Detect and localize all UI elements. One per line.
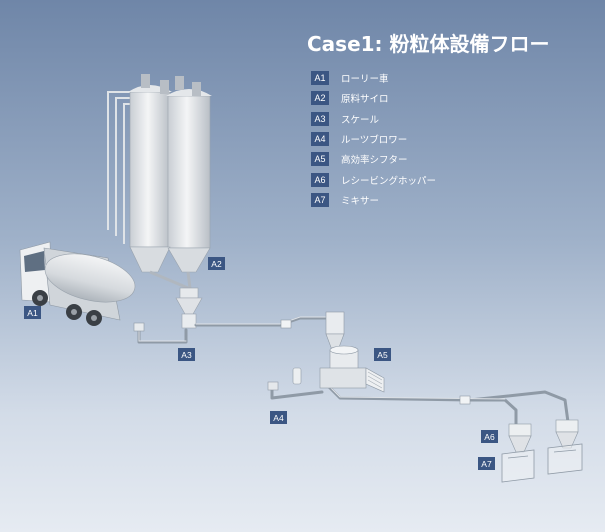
equipment-tag-a5: A5 <box>374 348 391 361</box>
roots-blower <box>267 367 302 391</box>
legend-item: A1 ローリー車 <box>311 68 436 88</box>
legend-label: 原料サイロ <box>341 94 389 106</box>
legend-item: A2 原料サイロ <box>311 88 436 108</box>
legend-code: A6 <box>311 172 329 187</box>
inlet-connector <box>133 322 145 332</box>
legend-label: 高効率シフター <box>341 155 408 167</box>
legend-code: A7 <box>311 192 329 207</box>
legend-item: A3 スケール <box>311 109 436 129</box>
legend-code: A1 <box>311 71 329 86</box>
equipment-tag-a6: A6 <box>481 430 498 443</box>
equipment-tag-a3: A3 <box>178 348 195 361</box>
raw-material-silo <box>128 74 212 290</box>
equipment-tag-a4: A4 <box>270 411 287 424</box>
receiving-hopper <box>508 419 579 453</box>
legend-code: A5 <box>311 152 329 167</box>
legend-label: レシービングホッパー <box>341 175 437 187</box>
legend-item: A6 レシービングホッパー <box>311 169 436 189</box>
equipment-tag-a2: A2 <box>208 257 225 270</box>
high-efficiency-sifter <box>319 345 385 393</box>
legend-item: A4 ルーツブロワー <box>311 129 436 149</box>
legend-code: A4 <box>311 132 329 147</box>
legend-label: スケール <box>341 114 380 126</box>
pipe-fitting <box>280 319 292 329</box>
equipment-tag-a1: A1 <box>24 306 41 319</box>
legend-label: ミキサー <box>341 195 380 207</box>
tank-lorry <box>19 241 136 326</box>
equipment-tag-a7: A7 <box>478 457 495 470</box>
equipment-legend: A1 ローリー車 A2 原料サイロ A3 スケール A4 ルーツブロワー A5 … <box>311 68 436 210</box>
scale-hopper <box>175 287 203 329</box>
legend-code: A3 <box>311 111 329 126</box>
legend-item: A5 高効率シフター <box>311 149 436 169</box>
pipe-fitting <box>459 395 471 405</box>
page-title: Case1: 粉粒体設備フロー <box>307 32 550 56</box>
legend-label: ルーツブロワー <box>341 135 408 147</box>
legend-code: A2 <box>311 91 329 106</box>
cyclone-separator <box>325 311 345 351</box>
legend-label: ローリー車 <box>341 74 389 86</box>
legend-item: A7 ミキサー <box>311 190 436 210</box>
mixer <box>501 443 583 483</box>
